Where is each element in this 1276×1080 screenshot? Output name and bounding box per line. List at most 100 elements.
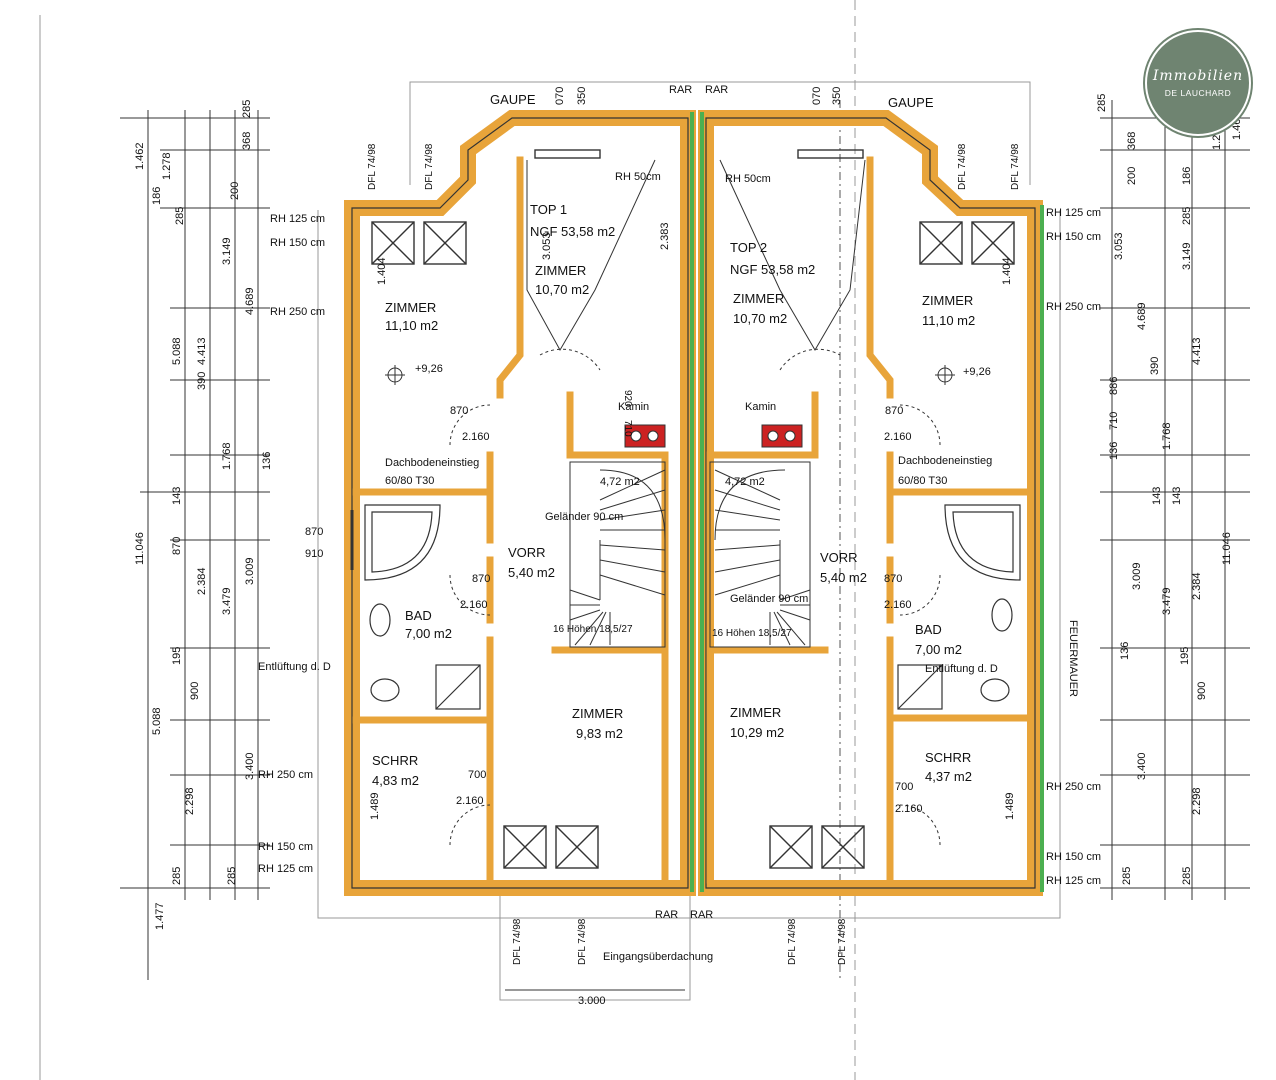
dim-3400-left: 3.400 — [244, 752, 256, 780]
left-gelaender: Geländer 90 cm — [545, 511, 623, 523]
rar-top-left: RAR — [669, 84, 692, 96]
width-3000-label: 3.000 — [578, 995, 606, 1007]
door-2160-e: 2.160 — [884, 599, 912, 611]
dim-285-right: 285 — [1096, 94, 1108, 112]
door-2160-c: 2.160 — [456, 795, 484, 807]
dfl-label-4: DFL 74/98 — [1010, 143, 1021, 190]
company-logo: Immobilien DE LAUCHARD — [1145, 30, 1251, 136]
dim-285d-left: 285 — [241, 100, 253, 118]
dim-2383-left: 2.383 — [659, 222, 671, 250]
dim-1489-left: 1.489 — [369, 792, 381, 820]
gaupe-right-label: GAUPE — [888, 95, 934, 110]
right-zimmer-n-name: ZIMMER — [733, 291, 784, 306]
rh250-left-bottom: RH 250 cm — [258, 769, 313, 781]
right-vorr-name: VORR — [820, 550, 858, 565]
door-2160-d: 2.160 — [884, 431, 912, 443]
staircases — [569, 461, 811, 648]
dim-143b-right: 143 — [1171, 487, 1183, 505]
left-zimmer-s-area: 9,83 m2 — [576, 726, 623, 741]
dim-900-right: 900 — [1196, 682, 1208, 700]
rh250-left-top: RH 250 cm — [270, 306, 325, 318]
rh125-left-bottom: RH 125 cm — [258, 863, 313, 875]
dim-4413-right: 4.413 — [1191, 337, 1203, 365]
left-stair-area: 4,72 m2 — [600, 476, 640, 488]
left-bad-area: 7,00 m2 — [405, 626, 452, 641]
dim-11046-right: 11.046 — [1221, 532, 1233, 565]
right-dach-1: Dachbodeneinstieg — [898, 455, 992, 467]
dim-200-left: 200 — [229, 182, 241, 200]
rh125-right-bottom: RH 125 cm — [1046, 875, 1101, 887]
dim-886-right: 886 — [1108, 377, 1120, 395]
chimney-right — [761, 424, 803, 448]
dim-285-left: 285 — [174, 207, 186, 225]
dim-3009-right: 3.009 — [1131, 562, 1143, 590]
right-level: +9,26 — [963, 366, 991, 378]
dim-390-right: 390 — [1149, 357, 1161, 375]
right-bad-area: 7,00 m2 — [915, 642, 962, 657]
dim-143-right: 143 — [1151, 487, 1163, 505]
logo-main-text: Immobilien — [1152, 68, 1244, 84]
left-steps: 16 Höhen 18,5/27 — [553, 624, 633, 635]
dim-136-right: 136 — [1108, 442, 1120, 460]
left-top-label: TOP 1 — [530, 202, 567, 217]
dfl-label-3: DFL 74/98 — [957, 143, 968, 190]
right-schrr-name: SCHRR — [925, 750, 971, 765]
dim-870-left: 870 — [171, 537, 183, 555]
rh150-right-bottom: RH 150 cm — [1046, 851, 1101, 863]
left-kamin: Kamin — [618, 401, 649, 413]
window-910: 910 — [305, 548, 323, 560]
right-zimmer-s-name: ZIMMER — [730, 705, 781, 720]
level-markers — [385, 365, 955, 385]
rh125-right-top: RH 125 cm — [1046, 207, 1101, 219]
dim-368-left: 368 — [241, 132, 253, 150]
dim-143-left: 143 — [171, 487, 183, 505]
door-870-b: 870 — [472, 573, 490, 585]
dim-285c-left: 285 — [226, 867, 238, 885]
dim-186-left: 186 — [151, 187, 163, 205]
door-swings — [449, 348, 941, 846]
rar-bottom-left: RAR — [655, 909, 678, 921]
left-zimmer-nw-name: ZIMMER — [385, 300, 436, 315]
dim-195-right: 195 — [1179, 647, 1191, 665]
left-bad-name: BAD — [405, 608, 432, 623]
dimension-lines — [120, 100, 1250, 991]
dim-1768-right: 1.768 — [1161, 422, 1173, 450]
dim-3149-right: 3.149 — [1181, 242, 1193, 270]
right-steps: 16 Höhen 18,5/27 — [712, 628, 792, 639]
dim-3149-left: 3.149 — [221, 237, 233, 265]
right-zimmer-s-area: 10,29 m2 — [730, 725, 784, 740]
dfl-label-1: DFL 74/98 — [367, 143, 378, 190]
dfl-label-7: DFL 74/98 — [787, 918, 798, 965]
dim-3053-left: 3.053 — [541, 232, 553, 260]
right-top-label: TOP 2 — [730, 240, 767, 255]
door-870-d: 870 — [884, 573, 902, 585]
dim-2298-right: 2.298 — [1191, 787, 1203, 815]
left-vorr-area: 5,40 m2 — [508, 565, 555, 580]
dim-285d-right: 285 — [1181, 867, 1193, 885]
dim-3009-left: 3.009 — [244, 557, 256, 585]
left-schrr-area: 4,83 m2 — [372, 773, 419, 788]
window-870: 870 — [305, 526, 323, 538]
right-zimmer-ne-area: 11,10 m2 — [922, 313, 975, 328]
rh150-left-bottom: RH 150 cm — [258, 841, 313, 853]
left-zimmer-n-area: 10,70 m2 — [535, 282, 589, 297]
dim-200-right: 200 — [1126, 167, 1138, 185]
skylights — [371, 149, 1015, 869]
dim-3400-right: 3.400 — [1136, 752, 1148, 780]
door-2160-a: 2.160 — [462, 431, 490, 443]
dim-920: 920 — [622, 390, 633, 407]
dim-070-right: 070 — [811, 87, 823, 105]
dim-710: 710 — [622, 420, 633, 437]
dfl-label-5: DFL 74/98 — [512, 918, 523, 965]
dim-1489-right: 1.489 — [1004, 792, 1016, 820]
door-870-a: 870 — [450, 405, 468, 417]
dim-5088b-left: 5.088 — [151, 707, 163, 735]
dim-1768-left: 1.768 — [221, 442, 233, 470]
dim-285b-right: 285 — [1181, 207, 1193, 225]
rar-bottom-right: RAR — [690, 909, 713, 921]
dim-2384-right: 2.384 — [1191, 572, 1203, 600]
dim-1278-left: 1.278 — [161, 152, 173, 180]
left-vorr-name: VORR — [508, 545, 546, 560]
door-2160-b: 2.160 — [460, 599, 488, 611]
